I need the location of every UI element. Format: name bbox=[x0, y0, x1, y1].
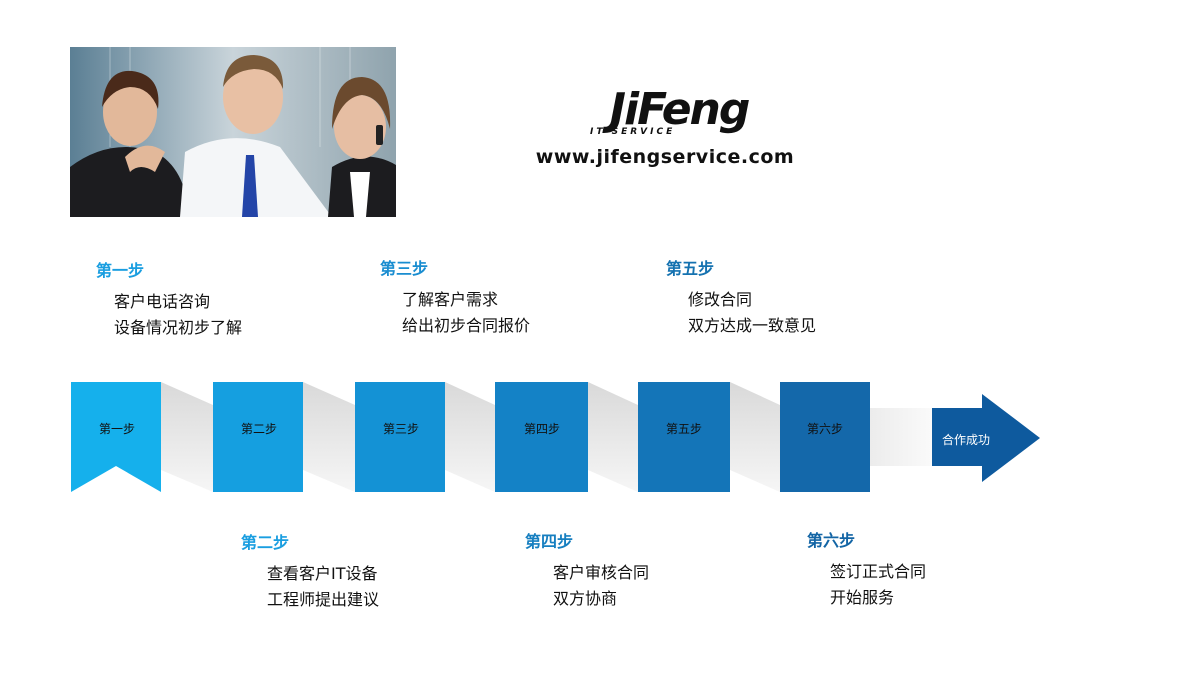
flow-block-3-label: 第三步 bbox=[382, 422, 419, 436]
brand-logo: JiFeng bbox=[609, 84, 751, 135]
connector-4-5 bbox=[588, 382, 638, 492]
flow-block-4 bbox=[495, 382, 588, 492]
brand: JiFeng IT SERVICE www.jifengservice.com bbox=[520, 88, 810, 169]
flow-block-6-label: 第六步 bbox=[806, 422, 843, 436]
step-4-line-1: 客户审核合同 bbox=[553, 563, 650, 582]
step-4-description: 第四步 客户审核合同 双方协商 bbox=[525, 528, 649, 612]
step-4-title: 第四步 bbox=[525, 532, 574, 551]
step-3-title: 第三步 bbox=[380, 259, 429, 278]
step-6-line-1: 签订正式合同 bbox=[830, 562, 927, 581]
flow-final-label: 合作成功 bbox=[942, 433, 991, 447]
flow-final-arrow bbox=[932, 394, 1040, 482]
connector-1-2 bbox=[161, 382, 213, 492]
step-6-description: 第六步 签订正式合同 开始服务 bbox=[807, 527, 926, 611]
flow-block-4-label: 第四步 bbox=[523, 422, 560, 436]
flow-block-5-label: 第五步 bbox=[665, 422, 702, 436]
step-5-line-2: 双方达成一致意见 bbox=[688, 316, 817, 335]
step-1-title: 第一步 bbox=[96, 261, 145, 280]
flow-block-3 bbox=[355, 382, 445, 492]
brand-url: www.jifengservice.com bbox=[535, 146, 795, 168]
flow-block-6 bbox=[780, 382, 870, 492]
step-4-line-2: 双方协商 bbox=[553, 589, 618, 608]
connector-5-6 bbox=[730, 382, 780, 492]
flow-block-1-label: 第一步 bbox=[98, 422, 135, 436]
connector-3-4 bbox=[445, 382, 495, 492]
step-5-line-1: 修改合同 bbox=[688, 290, 753, 309]
connector-6-final bbox=[870, 408, 932, 466]
step-3-line-1: 了解客户需求 bbox=[402, 290, 499, 309]
flow-block-1 bbox=[71, 382, 161, 492]
step-1-line-2: 设备情况初步了解 bbox=[114, 318, 243, 337]
step-2-line-1: 查看客户IT设备 bbox=[267, 564, 378, 583]
step-2-description: 第二步 查看客户IT设备 工程师提出建议 bbox=[241, 529, 379, 613]
step-5-description: 第五步 修改合同 双方达成一致意见 bbox=[666, 255, 816, 339]
brand-logo-subtitle: IT SERVICE bbox=[590, 127, 676, 137]
step-5-title: 第五步 bbox=[666, 259, 715, 278]
connector-2-3 bbox=[303, 382, 355, 492]
step-3-description: 第三步 了解客户需求 给出初步合同报价 bbox=[380, 255, 530, 339]
step-1-line-1: 客户电话咨询 bbox=[114, 292, 211, 311]
flow-block-2 bbox=[213, 382, 303, 492]
step-2-title: 第二步 bbox=[241, 533, 290, 552]
step-2-line-2: 工程师提出建议 bbox=[267, 590, 380, 609]
team-photo bbox=[70, 47, 396, 217]
step-6-line-2: 开始服务 bbox=[830, 588, 895, 607]
step-1-description: 第一步 客户电话咨询 设备情况初步了解 bbox=[96, 257, 242, 341]
step-6-title: 第六步 bbox=[807, 531, 856, 550]
flow-block-5 bbox=[638, 382, 730, 492]
step-3-line-2: 给出初步合同报价 bbox=[402, 316, 531, 335]
flow-block-2-label: 第二步 bbox=[240, 422, 277, 436]
